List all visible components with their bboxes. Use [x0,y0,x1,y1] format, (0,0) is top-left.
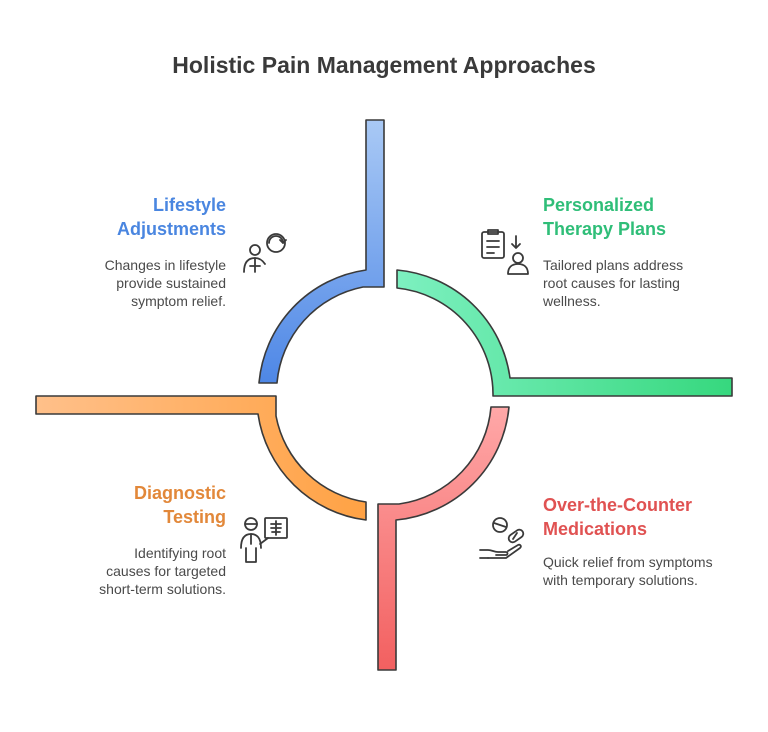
medications-arm [377,406,510,671]
medications-heading-line2: Medications [543,519,648,539]
lifestyle-heading-line1: Lifestyle [152,195,226,215]
lifestyle-arm [258,119,385,384]
lifestyle-desc-line3: symptom relief. [131,293,226,309]
diagnostic-desc-line3: short-term solutions. [99,581,226,597]
lifestyle-desc-line1: Changes in lifestyle [104,257,226,273]
medications-heading: Over-the-Counter Medications [543,493,753,541]
medications-heading-line1: Over-the-Counter [543,495,693,515]
lifestyle-heading: Lifestyle Adjustments [60,193,226,241]
diagnostic-arm [35,395,367,521]
lifestyle-heading-line2: Adjustments [116,219,226,239]
doctor-xray-icon [238,514,290,566]
diagnostic-heading-line2: Testing [163,507,226,527]
therapy-description: Tailored plans address root causes for l… [543,256,743,310]
medications-desc-line1: Quick relief from symptoms [543,554,713,570]
diagnostic-desc-line2: causes for targeted [106,563,226,579]
diagram-title: Holistic Pain Management Approaches [172,52,596,78]
person-refresh-icon [238,228,290,276]
therapy-arm [396,269,733,397]
hand-pills-icon [478,514,530,564]
therapy-heading-line1: Personalized [543,195,655,215]
clipboard-person-icon [478,228,532,278]
lifestyle-desc-line2: provide sustained [116,275,226,291]
diagnostic-heading: Diagnostic Testing [60,481,226,529]
diagnostic-heading-line1: Diagnostic [133,483,226,503]
medications-desc-line2: with temporary solutions. [543,572,698,588]
medications-description: Quick relief from symptoms with temporar… [543,553,758,589]
therapy-heading-line2: Therapy Plans [543,219,667,239]
therapy-desc-line2: root causes for lasting [543,275,680,291]
therapy-desc-line1: Tailored plans address [543,257,684,273]
therapy-desc-line3: wellness. [543,293,601,309]
diagnostic-desc-line1: Identifying root [134,545,226,561]
diagnostic-description: Identifying root causes for targeted sho… [40,544,226,598]
lifestyle-description: Changes in lifestyle provide sustained s… [40,256,226,310]
therapy-heading: Personalized Therapy Plans [543,193,743,241]
